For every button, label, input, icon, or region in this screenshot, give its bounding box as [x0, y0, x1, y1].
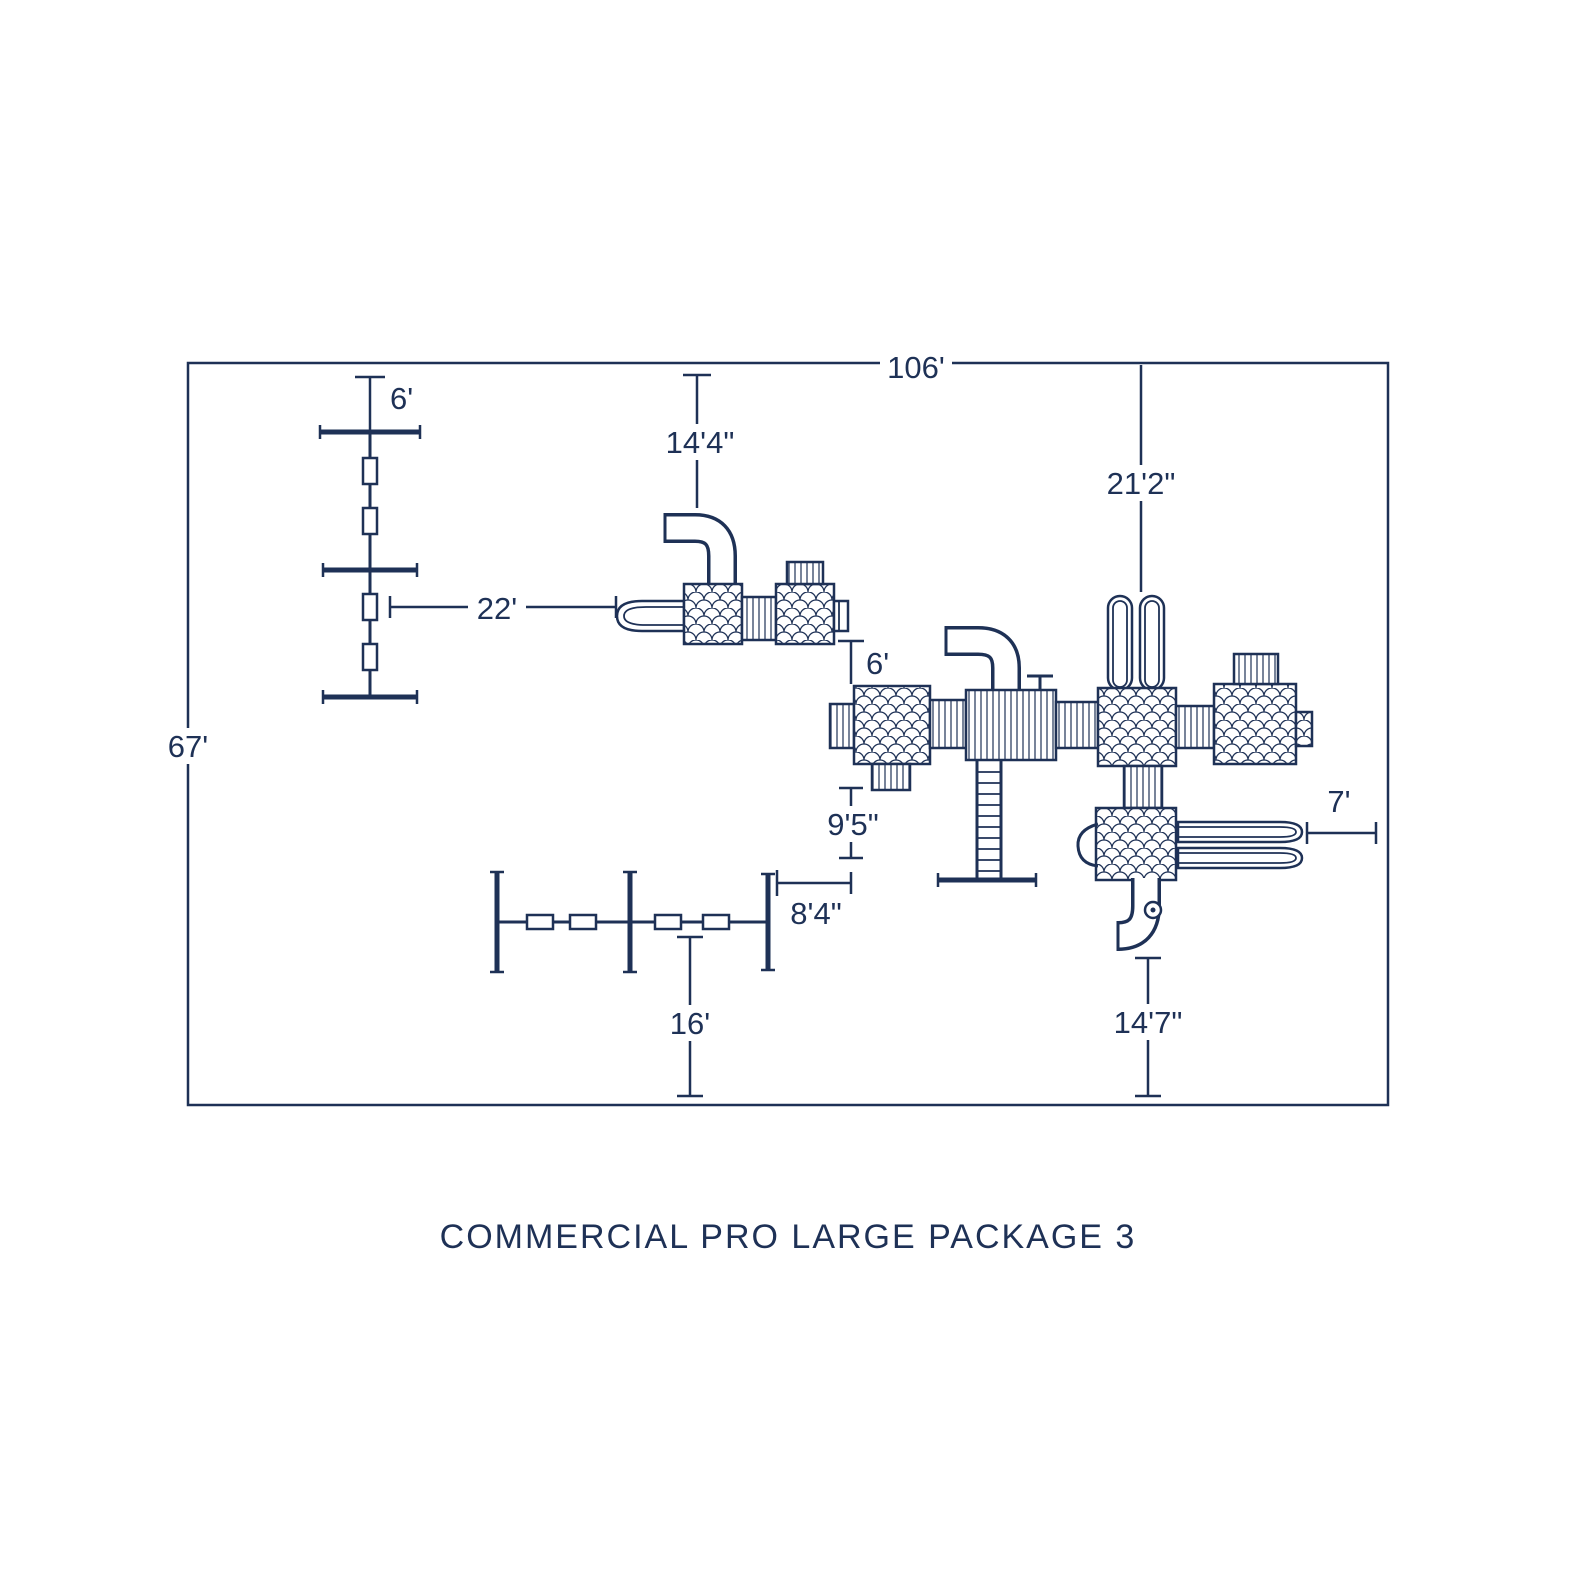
platform-roof	[774, 582, 836, 646]
platform-roof	[1212, 682, 1298, 766]
swing-seat	[568, 913, 598, 931]
dim-label-overall-width: 106'	[887, 350, 945, 385]
dim-label-main-gap: 8'4"	[790, 896, 841, 931]
vertical-slide-tube	[1106, 594, 1134, 692]
swing-seat	[361, 456, 379, 486]
platform-roof	[682, 582, 744, 646]
dim-label-main-top: 21'2"	[1107, 466, 1176, 501]
platform-roof	[1094, 806, 1178, 882]
center-deck	[964, 688, 1058, 762]
side-attachment	[832, 599, 850, 633]
straight-slide-inner	[1178, 826, 1297, 838]
end-bridge	[828, 702, 856, 750]
climber-panel	[785, 560, 825, 586]
dim-tick	[775, 870, 853, 896]
dim-tick	[677, 935, 703, 1098]
dim-tick	[388, 596, 618, 618]
vertical-slide-tube	[1138, 594, 1166, 692]
straight-slide	[1176, 846, 1304, 870]
label-mask	[652, 424, 748, 460]
dim-tick	[839, 786, 863, 860]
swing-set-a	[318, 425, 422, 704]
platform-roof	[852, 684, 932, 766]
platform-roof	[1096, 686, 1178, 768]
swing-seat	[653, 913, 683, 931]
straight-slide	[1176, 820, 1304, 844]
bridge	[1054, 700, 1100, 750]
climber-arc	[1076, 822, 1099, 868]
play-structure-main	[828, 594, 1314, 951]
bridge	[740, 595, 778, 642]
bridge	[1174, 704, 1216, 750]
ladder-rails	[975, 760, 1003, 878]
dim-label-main-left-offset: 6'	[866, 646, 889, 681]
swing-seat	[361, 506, 379, 536]
tube-slide-inner	[946, 629, 1018, 692]
straight-slide-inner	[1178, 852, 1297, 864]
swing-b-beam-left-caps	[490, 870, 504, 974]
swing-seat	[361, 642, 379, 672]
dim-label-main-bottom: 14'7"	[1114, 1005, 1183, 1040]
swing-a-beam-mid-caps	[321, 563, 419, 577]
label-mask	[1100, 1004, 1196, 1040]
climber-panel	[1232, 652, 1280, 686]
dim-main-left-offset-line	[838, 639, 864, 684]
dim-labels: 106' 67' 6' 14'4" 21'2" 22' 6' 9'5" 8'4"…	[160, 350, 1351, 1041]
play-structure-a	[615, 513, 850, 646]
swing-b-beam-right-caps	[761, 872, 775, 972]
slide-exit	[615, 599, 686, 633]
dim-main-gap-line	[775, 870, 853, 896]
dim-tick	[1135, 956, 1161, 1098]
tube-bend-hub-dot	[1150, 907, 1156, 913]
label-mask	[1094, 465, 1188, 501]
slide-exit-inner	[623, 606, 684, 626]
dim-label-structure-a-offset: 14'4"	[666, 425, 735, 460]
dim-label-swing-a-offset: 6'	[390, 381, 413, 416]
dim-slide-length-line	[1305, 822, 1378, 844]
swing-seat	[361, 592, 379, 622]
dim-tick	[1305, 822, 1378, 844]
dim-label-swing-a-to-structure-a: 22'	[477, 591, 517, 626]
label-mask	[812, 806, 894, 842]
dim-label-swing-b-offset: 16'	[670, 1006, 710, 1041]
step-panel	[870, 762, 912, 792]
label-mask	[468, 591, 526, 625]
label-mask	[880, 350, 952, 384]
bridge	[928, 698, 968, 750]
label-mask	[660, 1005, 720, 1041]
drawing-title: COMMERCIAL PRO LARGE PACKAGE 3	[440, 1218, 1137, 1256]
bridge	[1122, 764, 1164, 810]
swing-seat	[701, 913, 731, 931]
swing-a-beam-bottom-caps	[321, 690, 419, 704]
ladder-rungs	[977, 771, 1001, 872]
swing-a-beam-top-caps	[318, 425, 422, 439]
label-mask	[160, 728, 216, 764]
ladder-base-caps	[936, 873, 1038, 887]
dim-label-slide-length: 7'	[1327, 784, 1350, 819]
dim-label-overall-height: 67'	[168, 729, 208, 764]
side-attachment	[1294, 710, 1314, 748]
swing-set-b	[490, 870, 775, 974]
dim-label-main-south: 9'5"	[827, 807, 878, 842]
dim-swing-a-offset-line	[355, 375, 385, 430]
tube-slide-inner	[665, 516, 734, 588]
deck-post	[1027, 674, 1053, 690]
swing-seat	[525, 913, 555, 931]
swing-b-beam-mid-caps	[623, 870, 637, 974]
